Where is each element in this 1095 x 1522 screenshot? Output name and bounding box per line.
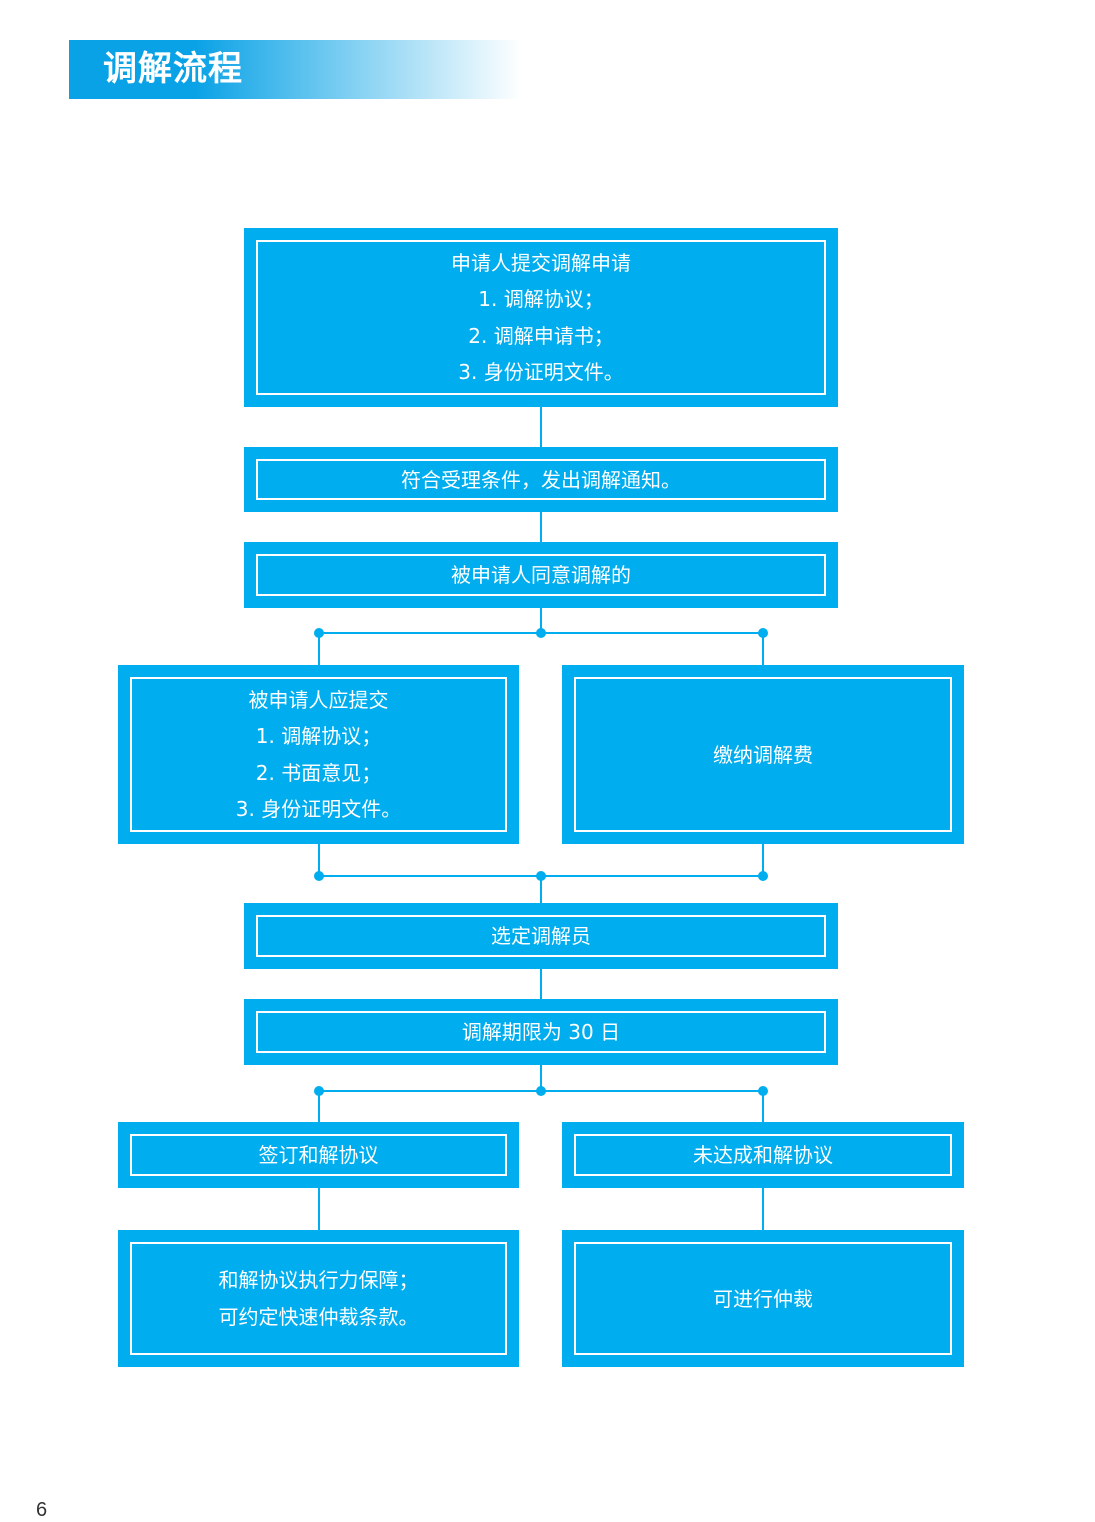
step-no-agreement-frame: 未达成和解协议 [574, 1134, 952, 1176]
connector-dot [314, 628, 324, 638]
step-pay-fee-frame: 缴纳调解费 [574, 677, 952, 832]
step-respondent-submit-heading: 被申请人应提交 [248, 687, 389, 712]
step-respondent-agrees: 被申请人同意调解的 [244, 542, 838, 608]
step-sign-agreement: 签订和解协议 [118, 1122, 519, 1188]
connector-dot [314, 871, 324, 881]
step-submit-application-heading: 申请人提交调解申请 [451, 250, 631, 275]
step-agreement-guarantee: 和解协议执行力保障； 可约定快速仲裁条款。 [118, 1230, 519, 1367]
step-respondent-submit: 被申请人应提交 1. 调解协议； 2. 书面意见； 3. 身份证明文件。 [118, 665, 519, 844]
step-notice: 符合受理条件，发出调解通知。 [244, 447, 838, 512]
connector-dot [536, 871, 546, 881]
step-submit-application-item: 1. 调解协议； [478, 287, 604, 311]
page-title: 调解流程 [103, 49, 243, 89]
step-submit-application-item: 3. 身份证明文件。 [458, 360, 624, 384]
page-number: 6 [36, 1499, 48, 1521]
connector-dot [536, 1086, 546, 1096]
step-respondent-submit-item: 3. 身份证明文件。 [235, 797, 402, 821]
connector-dot [758, 871, 768, 881]
step-select-mediator-frame: 选定调解员 [256, 915, 826, 957]
step-select-mediator-label: 选定调解员 [491, 924, 591, 948]
step-no-agreement: 未达成和解协议 [562, 1122, 964, 1188]
title-bar: 调解流程 [69, 40, 521, 99]
step-notice-frame: 符合受理条件，发出调解通知。 [256, 459, 826, 500]
step-agreement-guarantee-frame: 和解协议执行力保障； 可约定快速仲裁条款。 [130, 1242, 507, 1355]
step-mediation-period: 调解期限为 30 日 [244, 999, 838, 1065]
step-respondent-submit-item: 1. 调解协议； [255, 724, 382, 748]
step-sign-agreement-frame: 签订和解协议 [130, 1134, 507, 1176]
connector-dot [314, 1086, 324, 1096]
step-respondent-submit-item: 2. 书面意见； [255, 760, 382, 785]
step-notice-label: 符合受理条件，发出调解通知。 [401, 467, 681, 492]
step-respondent-submit-frame: 被申请人应提交 1. 调解协议； 2. 书面意见； 3. 身份证明文件。 [130, 677, 507, 832]
step-submit-application-frame: 申请人提交调解申请 1. 调解协议； 2. 调解申请书； 3. 身份证明文件。 [256, 240, 826, 395]
step-respondent-agrees-frame: 被申请人同意调解的 [256, 554, 826, 596]
step-mediation-period-label: 调解期限为 30 日 [461, 1020, 621, 1044]
connector-dot [536, 628, 546, 638]
step-mediation-period-frame: 调解期限为 30 日 [256, 1011, 826, 1053]
connector-dot [758, 1086, 768, 1096]
step-agreement-guarantee-line: 可约定快速仲裁条款。 [218, 1304, 419, 1329]
step-pay-fee-label: 缴纳调解费 [713, 742, 813, 767]
step-arbitration-frame: 可进行仲裁 [574, 1242, 952, 1355]
step-submit-application-item: 2. 调解申请书； [468, 323, 614, 348]
step-respondent-agrees-label: 被申请人同意调解的 [451, 563, 631, 587]
step-select-mediator: 选定调解员 [244, 903, 838, 969]
step-no-agreement-label: 未达成和解协议 [693, 1143, 833, 1167]
step-pay-fee: 缴纳调解费 [562, 665, 964, 844]
connector-dot [758, 628, 768, 638]
step-submit-application: 申请人提交调解申请 1. 调解协议； 2. 调解申请书； 3. 身份证明文件。 [244, 228, 838, 407]
step-sign-agreement-label: 签订和解协议 [258, 1143, 379, 1167]
step-arbitration: 可进行仲裁 [562, 1230, 964, 1367]
step-agreement-guarantee-line: 和解协议执行力保障； [218, 1268, 419, 1292]
step-arbitration-label: 可进行仲裁 [713, 1286, 813, 1311]
